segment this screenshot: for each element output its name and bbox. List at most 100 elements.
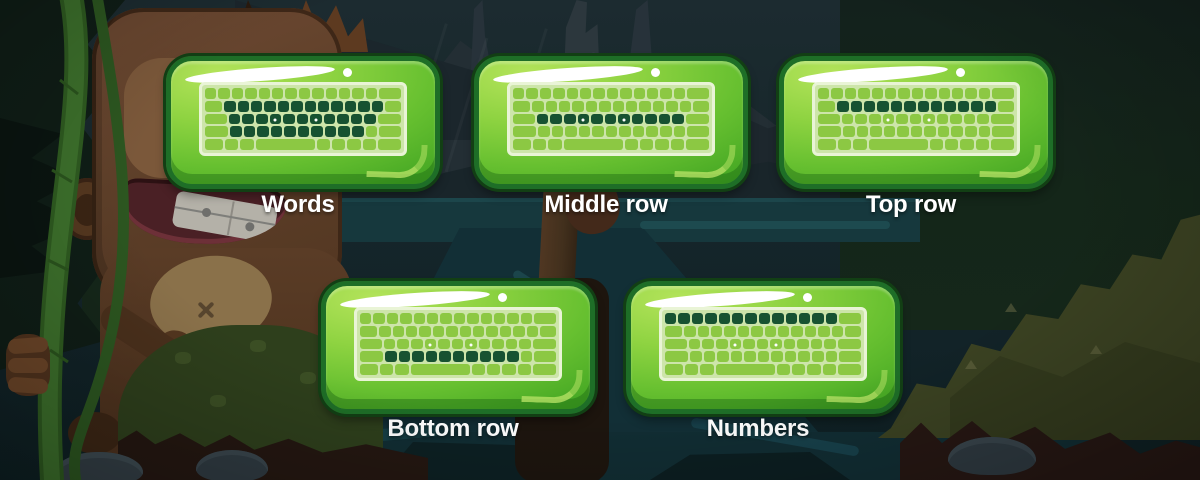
keyboard-key <box>665 325 683 337</box>
keyboard-key <box>831 88 843 99</box>
keyboard-key <box>283 113 295 125</box>
leaf-speck <box>1005 303 1017 312</box>
keyboard-key <box>338 126 351 138</box>
keyboard-key <box>951 126 964 138</box>
keyboard-key <box>258 88 271 99</box>
keyboard-key <box>532 100 544 112</box>
keyboard-key <box>963 113 976 125</box>
keyboard-key <box>777 325 790 337</box>
keyboard-key <box>331 100 343 112</box>
river-rock <box>196 450 268 480</box>
keyboard-key <box>620 88 632 99</box>
keyboard-key <box>937 126 950 138</box>
keyboard-row <box>818 113 1015 125</box>
keyboard-key <box>519 338 531 350</box>
keyboard-key <box>730 351 743 363</box>
keyboard-key <box>660 126 672 138</box>
keyboard-key <box>360 325 378 337</box>
keyboard-key <box>513 126 537 138</box>
keyboard-key <box>818 88 830 99</box>
keyboard-key <box>439 351 451 363</box>
keyboard-key <box>710 325 723 337</box>
keyboard-key <box>513 325 525 337</box>
keyboard-key <box>838 139 852 150</box>
keyboard-key <box>285 88 297 99</box>
keyboard-key <box>392 325 404 337</box>
keyboard-key <box>505 338 518 350</box>
keyboard-key <box>517 364 531 375</box>
leaf-speck <box>1090 345 1102 354</box>
keyboard-key <box>231 88 244 99</box>
keyboard-key <box>577 113 590 125</box>
keyboard-key <box>971 100 983 112</box>
keyboard-key <box>539 325 556 337</box>
keyboard-key <box>465 338 477 350</box>
keyboard-key <box>534 313 556 324</box>
lesson-label-numbers: Numbers <box>706 415 810 442</box>
keyboard-key <box>412 351 424 363</box>
keyboard-key <box>493 351 506 363</box>
keyboard-key <box>604 113 617 125</box>
keyboard-key <box>655 139 669 150</box>
keyboard-key <box>692 100 709 112</box>
water-streak <box>640 221 890 229</box>
lesson-card-top-row[interactable] <box>779 56 1053 189</box>
keyboard-key <box>304 100 316 112</box>
keyboard-key <box>255 139 315 150</box>
lesson-card-numbers[interactable] <box>626 281 900 414</box>
keyboard-key <box>526 325 538 337</box>
lesson-label-middle-row: Middle row <box>544 191 668 218</box>
keyboard-key <box>818 113 840 125</box>
corner-reflection <box>826 367 888 405</box>
keyboard-key <box>757 351 770 363</box>
keyboard-key <box>438 338 450 350</box>
keyboard-key <box>812 351 824 363</box>
keyboard-graphic <box>812 82 1020 156</box>
keyboard-key <box>705 313 717 324</box>
keyboard-key <box>877 100 889 112</box>
keyboard-key <box>960 139 974 150</box>
lesson-label-top-row: Top row <box>865 191 957 218</box>
lesson-card-bottom-row[interactable] <box>321 281 595 414</box>
keyboard-key <box>885 88 897 99</box>
keyboard-key <box>291 100 303 112</box>
keyboard-key <box>784 351 797 363</box>
keyboard-key <box>218 88 230 99</box>
keyboard-key <box>729 338 742 350</box>
keyboard-row <box>513 126 710 138</box>
keyboard-key <box>882 113 895 125</box>
keyboard-key <box>679 100 691 112</box>
keyboard-row <box>205 126 402 138</box>
keyboard-key <box>492 338 504 350</box>
keyboard-key <box>371 100 383 112</box>
keyboard-key <box>243 126 256 138</box>
keyboard-key <box>499 325 512 337</box>
keyboard-key <box>647 88 659 99</box>
keyboard-key <box>413 313 426 324</box>
keyboard-row <box>360 313 556 324</box>
keyboard-key <box>277 100 290 112</box>
keyboard-key <box>487 364 501 375</box>
keyboard-key <box>818 139 837 150</box>
keyboard-key <box>855 113 868 125</box>
keyboard-key <box>824 338 836 350</box>
keyboard-key <box>592 126 604 138</box>
keyboard-key <box>856 126 869 138</box>
keyboard-key <box>640 139 654 150</box>
keyboard-key <box>717 351 729 363</box>
keyboard-key <box>924 126 936 138</box>
keyboard-row <box>360 325 556 337</box>
keyboard-key <box>424 338 437 350</box>
lesson-card-words[interactable] <box>166 56 440 189</box>
keyboard-key <box>591 113 603 125</box>
keyboard-key <box>563 139 623 150</box>
lesson-card-middle-row[interactable] <box>474 56 748 189</box>
keyboard-key <box>950 113 962 125</box>
keyboard-key <box>687 88 709 99</box>
keyboard-row <box>818 126 1015 138</box>
keyboard-key <box>944 100 956 112</box>
keyboard-key <box>716 338 728 350</box>
keyboard-graphic <box>659 307 867 381</box>
keyboard-key <box>825 313 838 324</box>
corner-reflection <box>979 142 1041 180</box>
